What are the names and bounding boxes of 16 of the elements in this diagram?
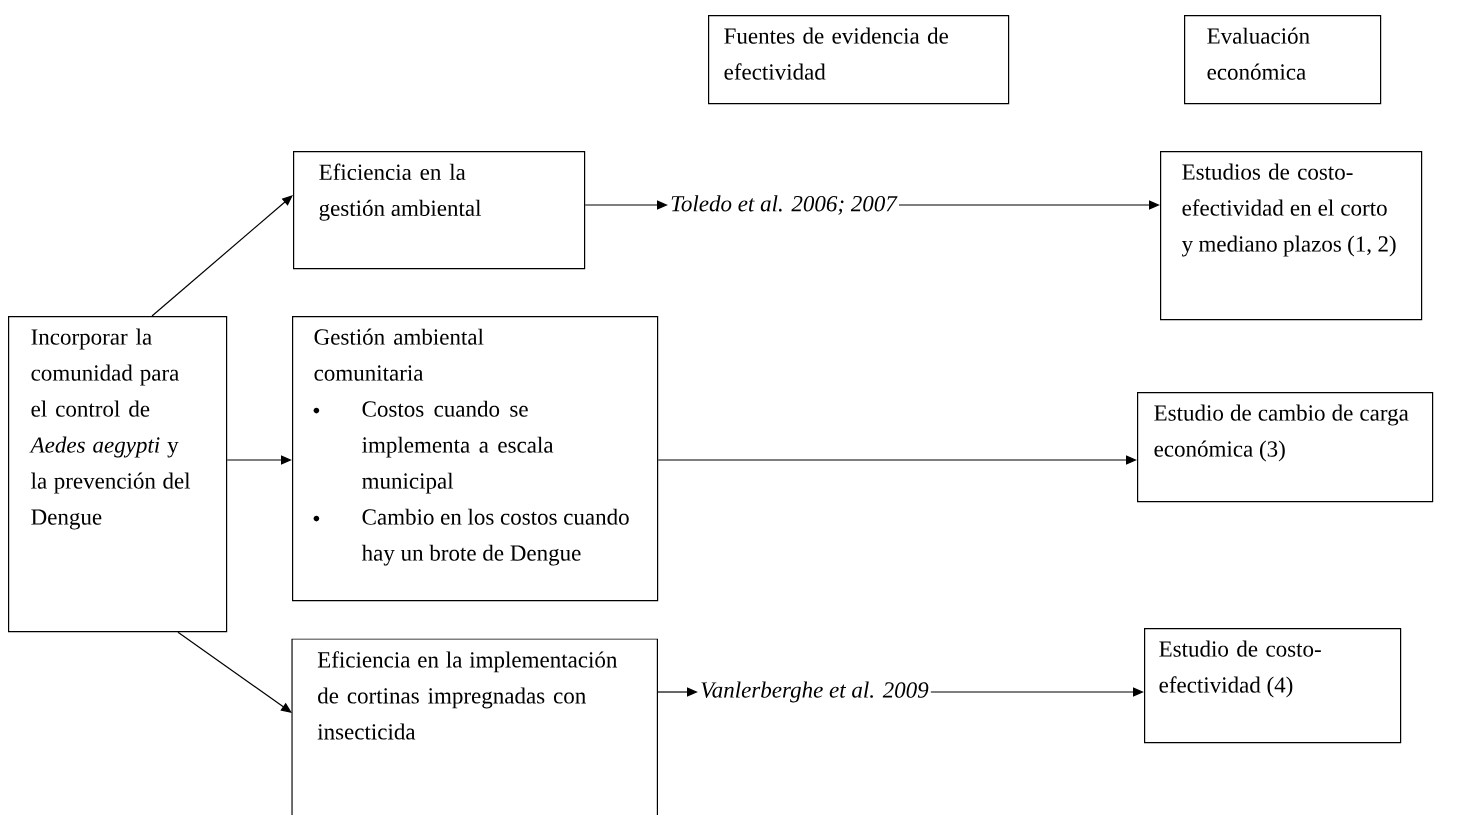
text-box: Incorporar la comunidad para el control de Aedes aegypti y la prevención del Dengue xyxy=(8,316,228,633)
arrow xyxy=(177,631,292,713)
text-box: Gestión ambiental comunitaria Costos cuando se implementa a escala municipal Cambio en los costos cuando hay un brote de Dengue xyxy=(292,316,659,602)
text-box: Eficiencia en la implementación de cortinas impregnadas con insecticida xyxy=(291,638,658,815)
arrow xyxy=(898,200,1160,210)
text-box: Estudio de costo-efectividad (4) xyxy=(1144,628,1402,744)
reference-text: Toledo et al. 2006; 2007 xyxy=(671,195,898,215)
arrow xyxy=(657,455,1137,465)
text-box: Estudios de costo-efectividad en el corto y mediano plazos (1, 2) xyxy=(1160,151,1423,321)
text-box: Evaluación económica xyxy=(1184,15,1382,105)
arrow xyxy=(151,195,293,317)
text-box: Eficiencia en la gestión ambiental xyxy=(293,151,586,270)
text-box: Fuentes de evidencia de efectividad xyxy=(708,15,1010,105)
reference-text: Vanlerberghe et al. 2009 xyxy=(701,681,929,703)
arrow xyxy=(226,455,292,465)
text-box: Estudio de cambio de carga económica (3) xyxy=(1137,392,1434,503)
